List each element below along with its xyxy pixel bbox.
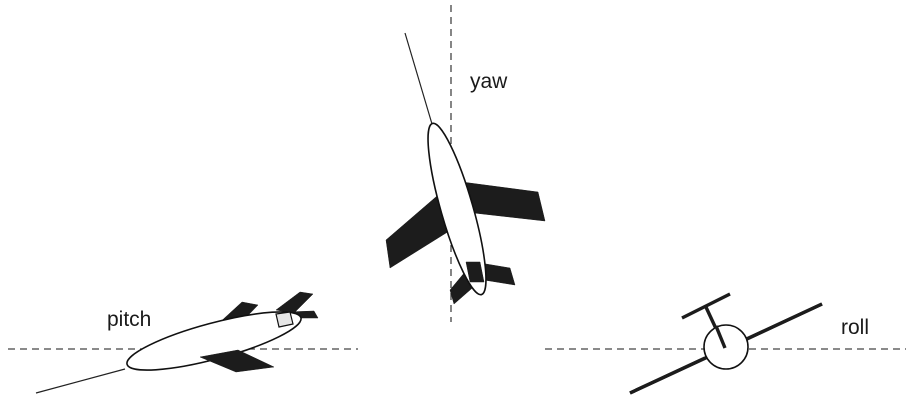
pitch-label: pitch bbox=[107, 308, 151, 331]
pitch-airplane-icon bbox=[126, 291, 319, 373]
pitch-upper-tail bbox=[275, 291, 314, 314]
yaw-tail-root bbox=[465, 261, 485, 283]
roll-label: roll bbox=[841, 316, 869, 339]
pitch-group: pitch bbox=[8, 291, 358, 394]
pitch-heading-line bbox=[35, 368, 126, 394]
roll-group: roll bbox=[545, 292, 906, 395]
yaw-group: yaw bbox=[385, 5, 546, 322]
roll-stabilizer bbox=[681, 292, 731, 320]
yaw-fuselage bbox=[427, 122, 487, 296]
roll-tail-post-inner bbox=[714, 325, 727, 349]
roll-wing-left-overlay bbox=[629, 356, 706, 395]
pitch-lower-wing bbox=[199, 349, 275, 373]
yaw-label: yaw bbox=[470, 70, 508, 93]
yaw-airplane-icon bbox=[385, 122, 546, 305]
pitch-tail-box bbox=[275, 311, 294, 328]
roll-airplane-icon bbox=[629, 292, 823, 395]
roll-wing-right-overlay bbox=[746, 302, 823, 341]
yaw-heading-line bbox=[404, 32, 433, 125]
